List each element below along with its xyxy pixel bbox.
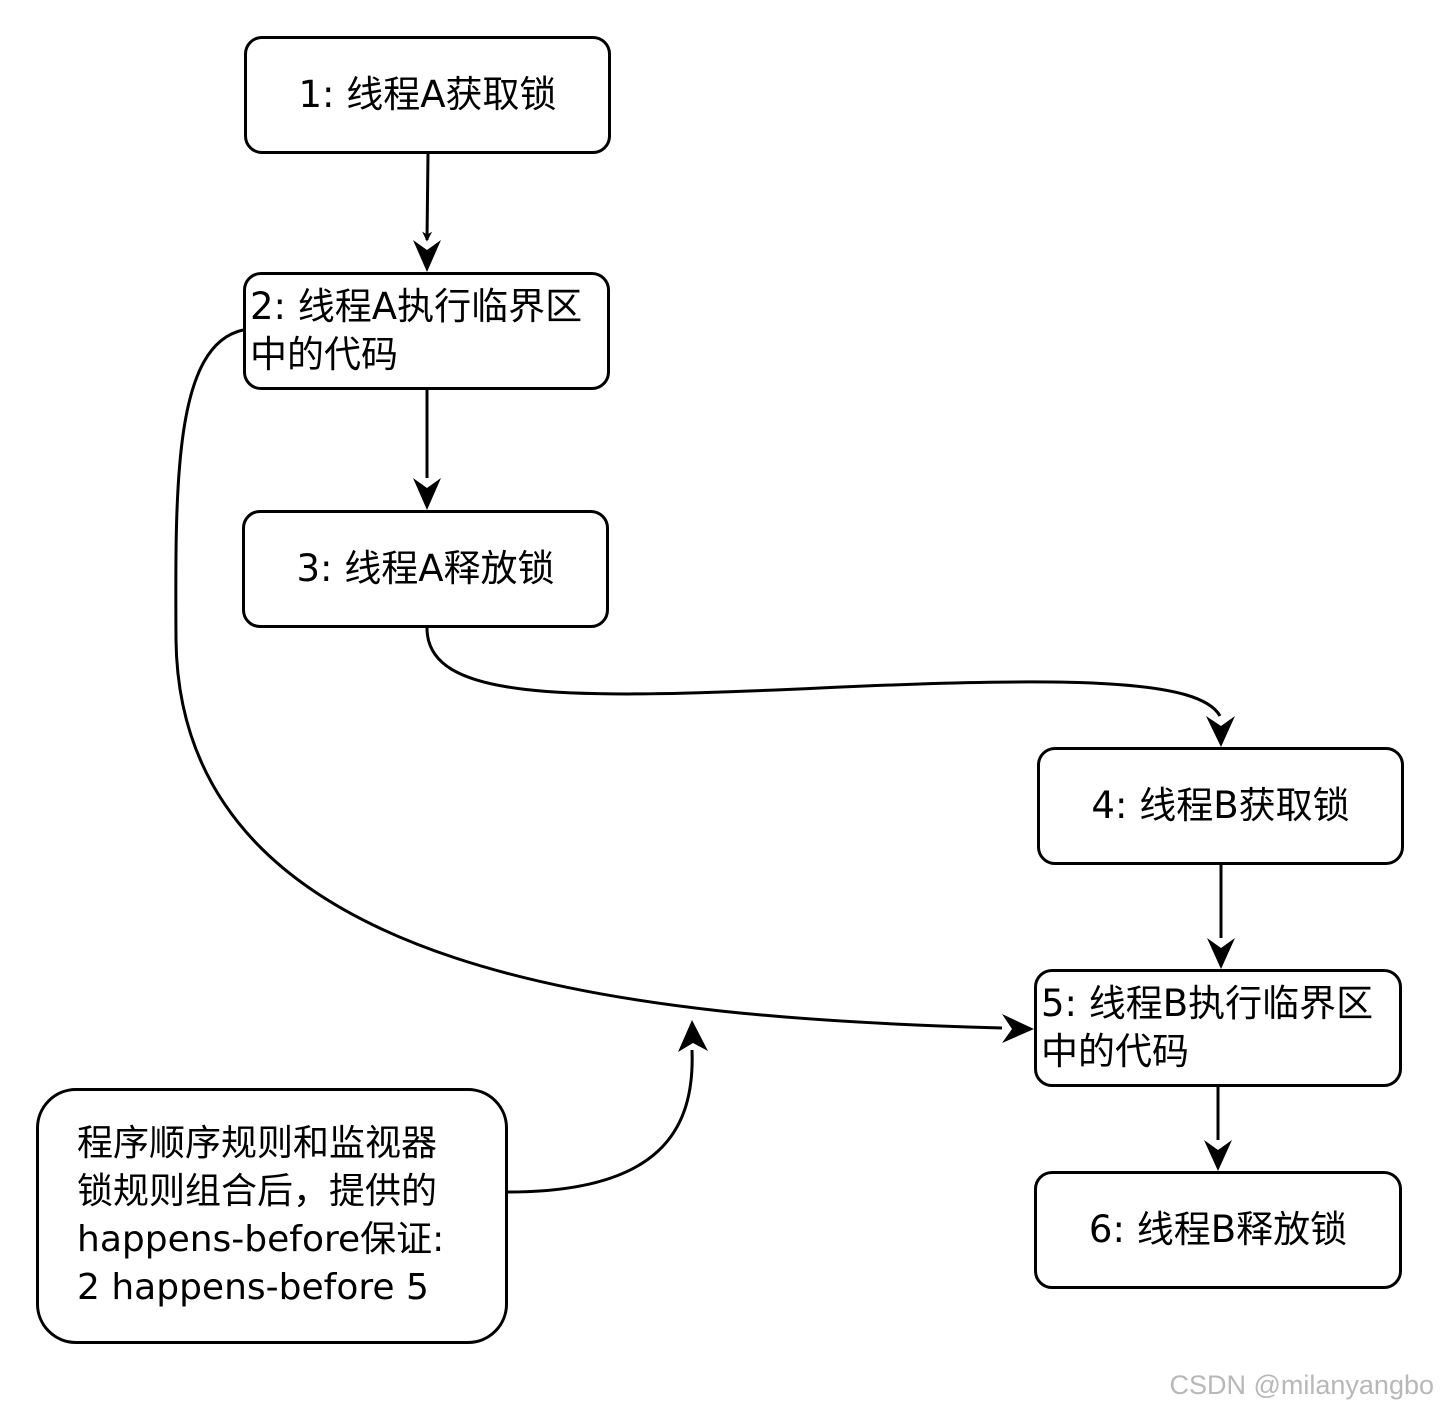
arrowhead-2-to-3: [413, 478, 441, 510]
note-happens-before: 程序顺序规则和监视器 锁规则组合后，提供的 happens-before保证: …: [36, 1088, 508, 1344]
arrowhead-3-to-4: [1206, 716, 1235, 747]
node-step4-label: 4: 线程B获取锁: [1091, 783, 1350, 827]
node-step6-label: 6: 线程B释放锁: [1088, 1207, 1348, 1251]
arrowhead-note-to-hb: [678, 1020, 708, 1052]
arrowhead-4-to-5: [1207, 938, 1235, 969]
node-step2-thread-a-critical-section: 2: 线程A执行临界区 中的代码: [243, 272, 610, 390]
arrowhead-1-to-2: [413, 240, 441, 272]
node-step4-thread-b-acquire-lock: 4: 线程B获取锁: [1037, 747, 1404, 865]
node-step1-label: 1: 线程A获取锁: [298, 72, 557, 116]
node-step2-label: 2: 线程A执行临界区 中的代码: [250, 284, 583, 376]
edge-3-to-4: [425, 627, 1222, 717]
edge-1-to-2: [422, 153, 433, 242]
watermark: CSDN @milanyangbo: [1169, 1370, 1434, 1400]
edge-note-to-hb: [507, 1049, 694, 1194]
node-step5-label: 5: 线程B执行临界区 中的代码: [1041, 981, 1374, 1073]
node-step1-thread-a-acquire-lock: 1: 线程A获取锁: [244, 36, 611, 154]
arrowhead-5-to-6: [1204, 1140, 1232, 1171]
edge-2-to-5: [174, 328, 1003, 1030]
arrowhead-2-to-5: [1002, 1014, 1034, 1043]
node-step6-thread-b-release-lock: 6: 线程B释放锁: [1034, 1171, 1402, 1289]
node-step3-label: 3: 线程A释放锁: [296, 546, 555, 590]
node-step3-thread-a-release-lock: 3: 线程A释放锁: [242, 510, 609, 628]
note-label: 程序顺序规则和监视器 锁规则组合后，提供的 happens-before保证: …: [77, 1123, 445, 1308]
node-step5-thread-b-critical-section: 5: 线程B执行临界区 中的代码: [1034, 969, 1402, 1087]
